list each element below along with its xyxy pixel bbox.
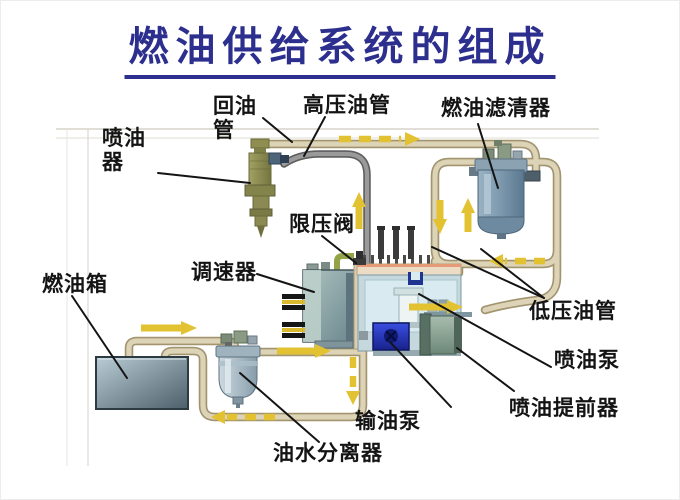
frame-lines: [56, 128, 599, 466]
pointer-fuel-tank: [71, 295, 128, 379]
injector: [244, 138, 289, 238]
high-pressure-pipe: [280, 150, 371, 268]
label-water-separator: 油水分离器: [273, 441, 383, 465]
pointer-injection-pump: [418, 293, 552, 368]
pointer-injector: [157, 172, 251, 184]
pointer-fuel-filter: [477, 123, 499, 189]
page-title: 燃油供给系统的组成: [124, 14, 556, 79]
label-high-pressure-pipe: 高压油管: [303, 93, 391, 117]
pointer-lines: [71, 116, 552, 443]
label-fuel-filter: 燃油滤清器: [441, 96, 551, 120]
pointer-governor: [256, 273, 315, 293]
pointer-high-pressure-pipe: [303, 116, 326, 157]
governor-terminal-pins: [282, 294, 305, 338]
pressure-limit-valve-fitting: [353, 258, 366, 265]
transfer-pump: [372, 322, 410, 351]
water-separator: [215, 330, 261, 408]
pointer-transfer-pump: [389, 341, 452, 408]
pointer-timing-advancer: [456, 347, 515, 392]
label-injector: 喷油器: [102, 126, 146, 174]
injector-inlet-fitting: [268, 152, 282, 165]
label-low-pressure-pipe: 低压油管: [529, 299, 617, 323]
pointer-return-pipe: [262, 117, 293, 143]
timing-advancer: [419, 313, 462, 356]
label-timing-advancer: 喷油提前器: [509, 396, 619, 420]
pointer-water-separator: [239, 372, 320, 443]
pointer-low-pressure-1: [431, 246, 545, 299]
pointer-low-pressure-2: [480, 248, 545, 299]
label-return-pipe: 回油管: [213, 94, 257, 142]
governor: [282, 253, 360, 349]
pump-plunger-pins: [377, 226, 415, 259]
label-governor: 调速器: [191, 260, 257, 284]
fuel-filter: [469, 140, 541, 239]
pointer-limit-valve: [321, 235, 357, 264]
label-injection-pump: 喷油泵: [554, 348, 620, 372]
label-fuel-tank: 燃油箱: [42, 272, 108, 296]
label-transfer-pump: 输油泵: [355, 409, 421, 433]
fuel-tank: [95, 356, 189, 410]
label-pressure-limit-valve: 限压阀: [289, 212, 355, 236]
